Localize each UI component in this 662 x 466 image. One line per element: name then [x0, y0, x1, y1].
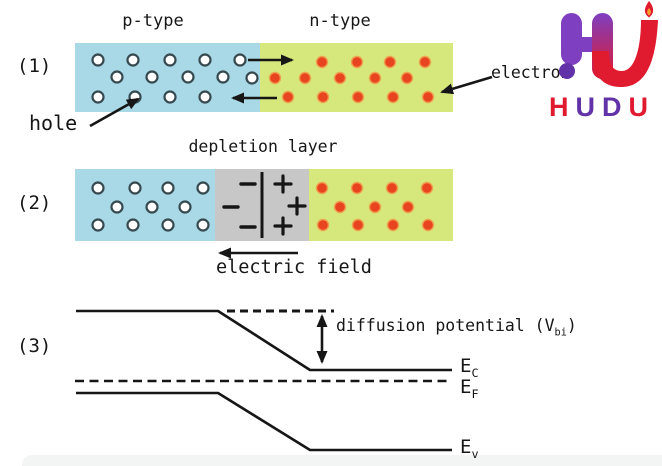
electron-dot	[421, 90, 435, 104]
hole-dot	[163, 90, 177, 104]
electron-dot	[333, 200, 347, 214]
hole-dot	[196, 218, 210, 232]
hole-dot	[91, 218, 105, 232]
logo-u-swoosh	[592, 20, 658, 87]
plus-sign	[273, 216, 293, 236]
valence-band-label: Ev	[460, 436, 479, 461]
hole-dot	[126, 53, 140, 67]
electron-label: electron	[491, 63, 571, 82]
hole-dot	[110, 200, 124, 214]
electron-dot	[420, 181, 434, 195]
hole-dot	[245, 71, 259, 85]
electron-dot	[351, 90, 365, 104]
hole-dot	[128, 181, 142, 195]
logo-flame-inner	[647, 8, 651, 16]
plus-sign	[287, 196, 307, 216]
hole-dot	[216, 70, 230, 84]
ev-symbol: E	[460, 436, 472, 458]
depletion-minus-signs	[222, 182, 257, 229]
hole-dot	[233, 53, 247, 67]
electron-dot	[351, 218, 365, 232]
electron-dot	[383, 55, 397, 69]
electron-dot	[268, 71, 282, 85]
logo-letter: U	[628, 92, 655, 122]
diffusion-potential-close: )	[566, 316, 577, 335]
electron-pointer-arrow	[440, 75, 493, 95]
electron-dot	[298, 71, 312, 85]
electron-dot	[350, 55, 364, 69]
diffusion-potential-label: diffusion potential (Vbi)	[336, 316, 577, 339]
electron-dot	[315, 55, 329, 69]
p-type-label: p-type	[122, 11, 184, 31]
ec-subscript: C	[471, 365, 479, 380]
electron-dot	[368, 200, 382, 214]
electron-dot	[418, 55, 432, 69]
depletion-layer-label: depletion layer	[188, 137, 338, 156]
panel1-holes	[91, 53, 259, 104]
vbi-subscript: bi	[554, 327, 567, 339]
conduction-band-line	[76, 309, 452, 372]
electron-dot	[333, 71, 347, 85]
ef-subscript: F	[471, 386, 479, 401]
bottom-strip	[22, 455, 662, 466]
hole-dot	[198, 53, 212, 67]
panel2-number: (2)	[17, 192, 52, 214]
logo-letter: H	[549, 92, 576, 122]
electron-dot	[386, 90, 400, 104]
electron-dot	[400, 71, 414, 85]
electron-dot	[281, 90, 295, 104]
panel1-number: (1)	[17, 55, 52, 77]
hole-dot	[91, 90, 105, 104]
electron-dot	[316, 90, 330, 104]
panel2-holes	[91, 181, 210, 232]
hole-pointer-arrow	[89, 97, 140, 128]
ef-symbol: E	[460, 376, 472, 398]
electron-dot	[386, 218, 400, 232]
logo-letter: D	[602, 92, 629, 122]
hole-dot	[145, 70, 159, 84]
electric-field-label: electric field	[216, 257, 372, 278]
electron-dot	[350, 181, 364, 195]
panel1-electrons	[268, 55, 435, 104]
panel2-electrons	[315, 181, 435, 232]
hole-dot	[110, 70, 124, 84]
hole-dot	[91, 53, 105, 67]
hole-dot	[91, 181, 105, 195]
hudu-logo-word: HUDU	[549, 92, 655, 123]
hudu-logo-monogram	[559, 1, 658, 87]
electron-dot	[315, 181, 329, 195]
panel3-number: (3)	[17, 335, 52, 357]
electron-dot	[368, 71, 382, 85]
hole-dot	[196, 181, 210, 195]
logo-letter: U	[575, 92, 602, 122]
conduction-band-label: EC	[460, 355, 479, 380]
n-region-panel2	[309, 169, 453, 241]
hole-dot	[181, 70, 195, 84]
hole-dot	[161, 218, 175, 232]
fermi-level-label: EF	[460, 376, 479, 401]
ev-subscript: v	[471, 446, 479, 461]
depletion-plus-signs	[273, 174, 307, 236]
hole-label: hole	[29, 111, 78, 135]
valence-band-line	[76, 391, 452, 452]
electron-dot	[401, 200, 415, 214]
hole-dot	[198, 90, 212, 104]
plus-sign	[273, 174, 293, 194]
hole-dot	[178, 200, 192, 214]
hole-dot	[161, 181, 175, 195]
hole-dot	[126, 218, 140, 232]
n-type-label: n-type	[309, 11, 371, 31]
hole-dot	[163, 53, 177, 67]
electron-dot	[385, 181, 399, 195]
hole-dot	[145, 200, 159, 214]
diffusion-potential-text: diffusion potential (V	[336, 316, 555, 335]
ec-symbol: E	[460, 355, 472, 377]
electron-dot	[316, 218, 330, 232]
electron-dot	[421, 218, 435, 232]
logo-dot	[559, 63, 575, 79]
